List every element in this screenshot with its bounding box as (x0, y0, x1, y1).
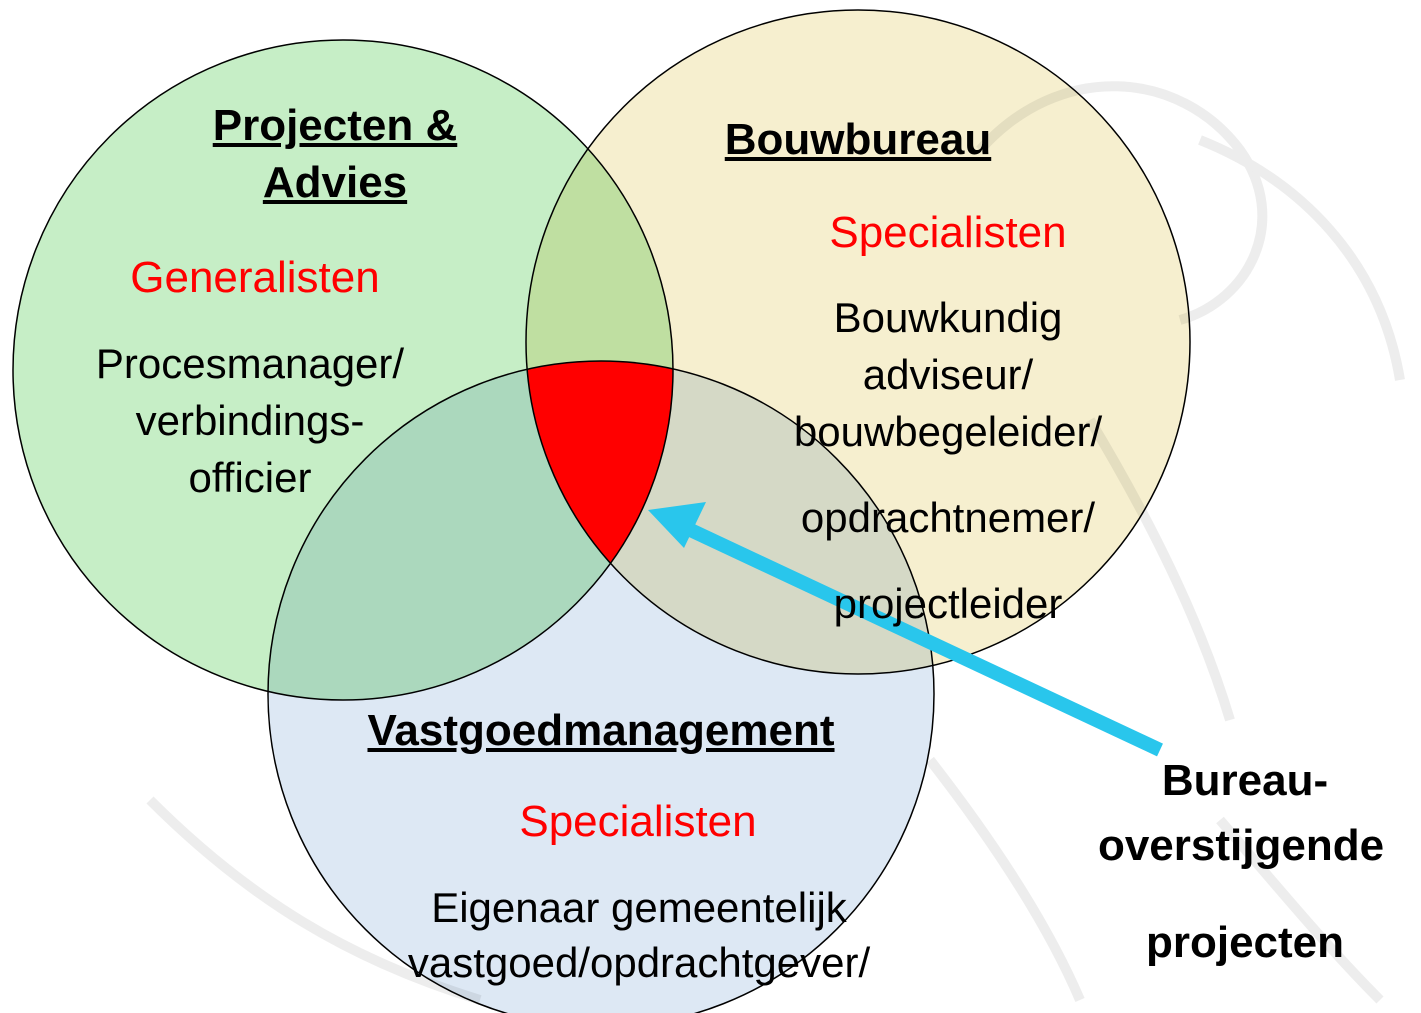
callout-arrow (648, 502, 1163, 757)
projecten-role: Generalisten (130, 253, 380, 302)
vastgoed-line-1: Eigenaar gemeentelijk (431, 884, 847, 931)
projecten-line-2: verbindings- (135, 397, 365, 444)
vastgoed-role: Specialisten (519, 797, 757, 846)
callout-line-2: overstijgende (1097, 821, 1385, 870)
callout-line-1: Bureau- (1161, 756, 1329, 805)
bouwbureau-line-3: bouwbegeleider/ (793, 408, 1103, 455)
bouwbureau-line-4: opdrachtnemer/ (800, 494, 1096, 541)
projecten-line-1: Procesmanager/ (95, 340, 405, 387)
projecten-title-line2: Advies (262, 158, 408, 207)
bouwbureau-title: Bouwbureau (724, 115, 992, 164)
bouwbureau-role: Specialisten (829, 208, 1067, 257)
bouwbureau-line-5: projectleider (833, 580, 1063, 627)
bouwbureau-line-2: adviseur/ (862, 351, 1034, 398)
callout-line-3: projecten (1145, 918, 1345, 967)
projecten-title-line1: Projecten & (212, 101, 458, 150)
vastgoed-circle (268, 361, 934, 1013)
vastgoed-title: Vastgoedmanagement (367, 706, 835, 755)
vastgoed-line-2: vastgoed/opdrachtgever/ (407, 939, 871, 986)
projecten-line-3: officier (188, 454, 312, 501)
bouwbureau-line-1: Bouwkundig (833, 294, 1063, 341)
